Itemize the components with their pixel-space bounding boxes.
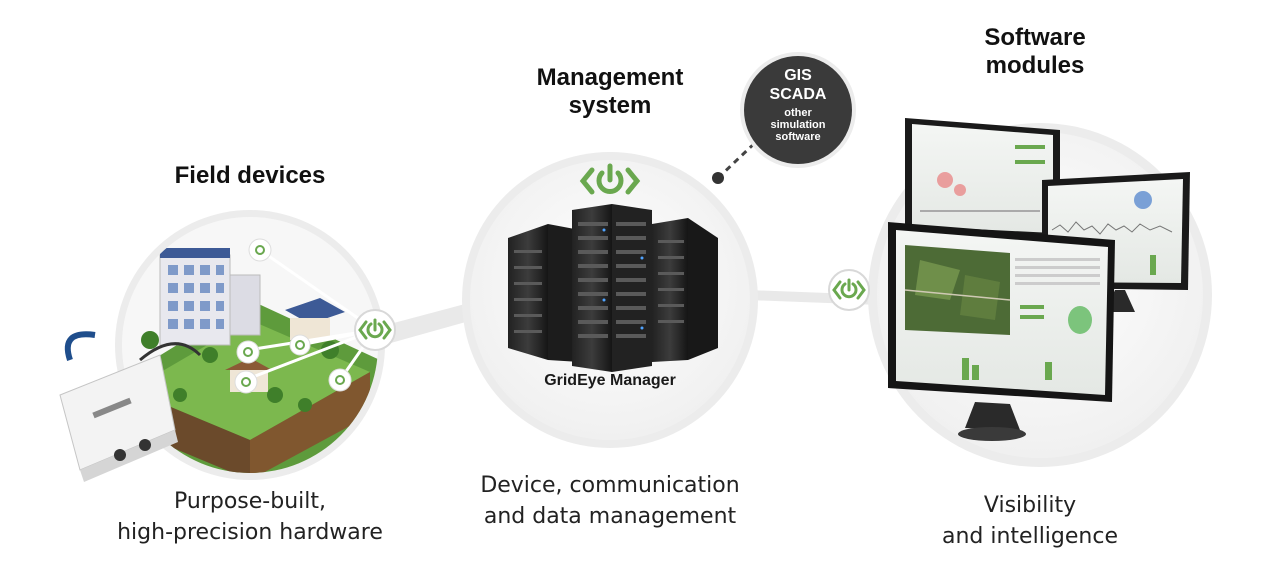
monitor-icon xyxy=(905,118,1060,240)
field-devices-circle xyxy=(59,210,396,482)
bubble-gis: GIS xyxy=(784,67,812,84)
field-caption-line1: Purpose-built, xyxy=(174,489,326,514)
management-title: Management system xyxy=(495,64,725,120)
management-circle xyxy=(462,152,758,448)
software-caption-line1: Visibility xyxy=(983,493,1077,518)
management-caption-line1: Device, communication xyxy=(480,473,740,498)
grideye-logo-icon xyxy=(832,278,866,300)
field-devices-title-text: Field devices xyxy=(174,162,326,189)
management-caption: Device, communication and data managemen… xyxy=(460,470,760,532)
server-rack-icon xyxy=(508,204,718,372)
bubble-software: software xyxy=(775,131,821,143)
grideye-logo-icon xyxy=(234,238,352,394)
monitor-icon xyxy=(888,222,1115,441)
bubble-scada: SCADA xyxy=(769,86,827,103)
software-circle xyxy=(828,118,1212,467)
management-caption-line2: and data management xyxy=(483,504,737,529)
management-title-line2: system xyxy=(568,92,652,119)
field-devices-title: Field devices xyxy=(140,162,360,190)
field-devices-caption: Purpose-built, high-precision hardware xyxy=(80,486,420,548)
integration-bubble-text: GIS SCADA other simulation software xyxy=(748,66,848,143)
field-caption-line2: high-precision hardware xyxy=(117,520,383,545)
software-title-line2: modules xyxy=(985,52,1085,79)
grideye-logo-icon xyxy=(579,163,641,195)
software-title-line1: Software xyxy=(984,24,1086,51)
integration-bubble xyxy=(744,56,852,164)
management-title-line1: Management xyxy=(536,64,684,91)
software-title: Software modules xyxy=(950,24,1120,80)
software-caption: Visibility and intelligence xyxy=(920,490,1140,552)
server-label: GridEye Manager xyxy=(544,372,676,389)
software-caption-line2: and intelligence xyxy=(941,524,1118,549)
bubble-simulation: simulation xyxy=(770,119,826,131)
device-icon xyxy=(59,331,202,482)
bubble-other: other xyxy=(784,107,812,119)
